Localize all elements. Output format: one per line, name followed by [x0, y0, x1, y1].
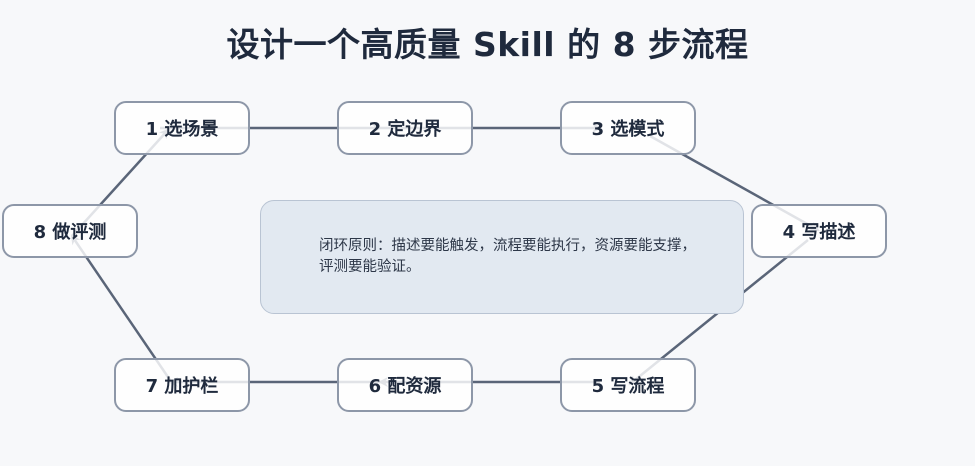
step-node-6: 6 配资源	[337, 358, 473, 412]
step-node-1: 1 选场景	[114, 101, 250, 155]
connector-7-to-8	[70, 234, 172, 381]
step-label-6: 6 配资源	[368, 376, 442, 397]
step-node-3: 3 选模式	[560, 101, 696, 155]
principle-text: 闭环原则：描述要能触发，流程要能执行，资源要能支撑，评测要能验证。	[319, 238, 696, 275]
step-node-5: 5 写流程	[560, 358, 696, 412]
step-label-5: 5 写流程	[591, 376, 665, 397]
step-label-3: 3 选模式	[591, 119, 665, 140]
step-node-8: 8 做评测	[2, 204, 138, 258]
step-label-7: 7 加护栏	[145, 376, 219, 397]
principle-box: 闭环原则：描述要能触发，流程要能执行，资源要能支撑，评测要能验证。	[260, 200, 744, 314]
step-label-2: 2 定边界	[368, 119, 442, 140]
step-label-1: 1 选场景	[145, 119, 219, 140]
step-label-8: 8 做评测	[33, 222, 107, 243]
step-node-7: 7 加护栏	[114, 358, 250, 412]
step-node-4: 4 写描述	[751, 204, 887, 258]
step-label-4: 4 写描述	[782, 222, 856, 243]
diagram-title: 设计一个高质量 Skill 的 8 步流程	[226, 25, 749, 64]
step-node-2: 2 定边界	[337, 101, 473, 155]
